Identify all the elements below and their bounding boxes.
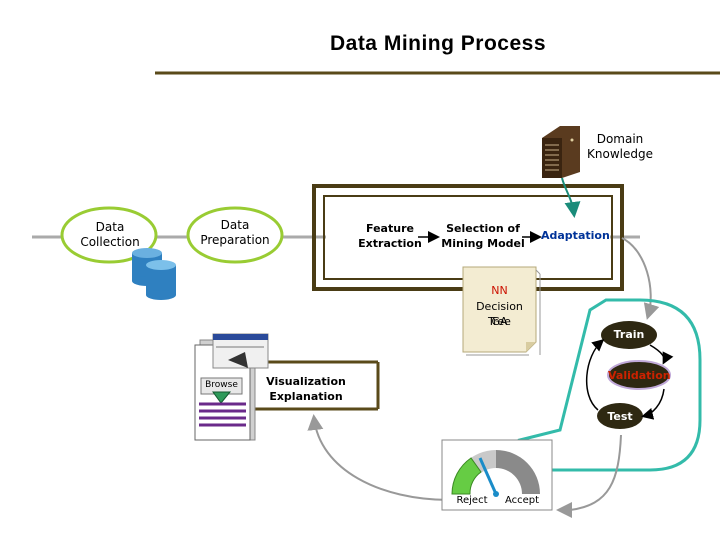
data-preparation-label: Data Preparation xyxy=(200,218,270,247)
model-option-nn: NN xyxy=(491,284,508,297)
arrow-test-to-gauge xyxy=(556,434,622,518)
data-collection-node xyxy=(60,206,158,264)
arrow-domain-to-adaptation xyxy=(561,177,581,218)
cycle-arrow-train-to-validation xyxy=(649,344,674,365)
train-label: Train xyxy=(613,328,645,341)
browse-label: Browse xyxy=(205,380,238,390)
gauge-reject-label: Reject xyxy=(456,495,488,506)
database-icon xyxy=(132,248,176,300)
selection-mining-model-label: Selection of Mining Model xyxy=(441,222,525,250)
test-node xyxy=(597,403,643,429)
data-preparation-node xyxy=(186,206,284,264)
arrow-adaptation-to-train xyxy=(621,237,660,320)
feature-extraction-label: Feature Extraction xyxy=(358,222,422,250)
accept-reject-gauge xyxy=(441,439,553,511)
cycle-arrow-validation-to-test xyxy=(641,388,665,420)
page-title: Data Mining Process xyxy=(329,32,547,55)
data-collection-label: Data Collection xyxy=(80,220,140,249)
test-label: Test xyxy=(607,410,633,423)
domain-knowledge-label: Domain Knowledge xyxy=(587,132,653,161)
server-icon xyxy=(542,126,580,178)
validation-node xyxy=(607,360,671,390)
model-option-ga: GA xyxy=(491,315,508,328)
browser-document-icon xyxy=(194,333,269,441)
cycle-arrow-test-to-train xyxy=(585,339,605,411)
model-options-note xyxy=(462,266,541,356)
arrow-gauge-to-visualization xyxy=(307,414,451,501)
evaluation-cycle-frame xyxy=(517,298,702,472)
adaptation-label: Adaptation xyxy=(541,229,610,242)
visualization-explanation-label: Visualization Explanation xyxy=(266,375,346,403)
gauge-needle xyxy=(478,457,498,495)
gauge-accept-label: Accept xyxy=(504,495,540,506)
train-node xyxy=(601,321,657,349)
model-option-decision-tree: Decision Tree xyxy=(476,300,523,328)
model-frame-fill xyxy=(326,198,610,277)
validation-label: Validation xyxy=(608,369,671,382)
